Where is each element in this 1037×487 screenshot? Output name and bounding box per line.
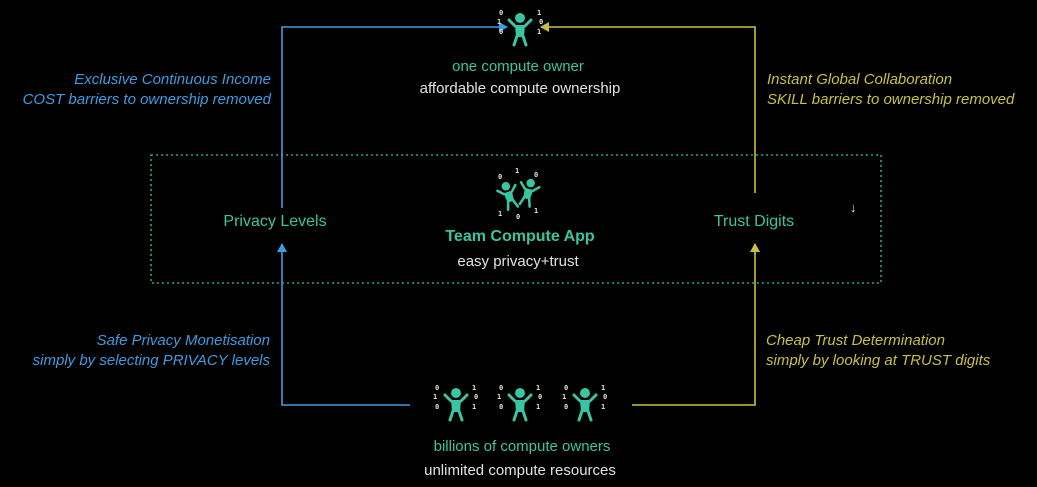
svg-text:1: 1	[537, 28, 541, 36]
bottom-right-arrow-label-2: simply by looking at TRUST digits	[766, 352, 991, 369]
svg-text:1: 1	[537, 9, 541, 17]
two-people-binary-icon: 0 1 0 1 0 1	[494, 167, 543, 221]
top-left-arrow-label-1: Exclusive Continuous Income	[74, 71, 271, 88]
svg-text:1: 1	[536, 403, 540, 411]
svg-text:0: 0	[474, 393, 478, 401]
svg-text:0: 0	[499, 403, 503, 411]
svg-text:1: 1	[472, 403, 476, 411]
svg-text:1: 1	[536, 384, 540, 392]
team-compute-app-subtitle: easy privacy+trust	[457, 253, 579, 270]
svg-text:0: 0	[534, 171, 538, 179]
bottom-node-title: billions of compute owners	[433, 438, 611, 455]
svg-text:1: 1	[534, 207, 538, 215]
svg-text:1: 1	[515, 167, 519, 175]
team-compute-app-box	[150, 154, 882, 284]
bottom-node-subtitle: unlimited compute resources	[424, 462, 616, 479]
top-node-title: one compute owner	[452, 58, 584, 75]
svg-text:0: 0	[539, 18, 543, 26]
svg-text:1: 1	[497, 393, 501, 401]
svg-text:1: 1	[498, 210, 502, 218]
svg-text:0: 0	[538, 393, 542, 401]
arrow-owners-to-trust	[632, 243, 760, 406]
svg-text:0: 0	[564, 403, 568, 411]
svg-text:0: 0	[603, 393, 607, 401]
bottom-right-arrow-label-1: Cheap Trust Determination	[766, 332, 945, 349]
top-node-subtitle: affordable compute ownership	[419, 80, 621, 97]
privacy-levels-label: Privacy Levels	[223, 213, 327, 230]
top-left-arrow-label-2: COST barriers to ownership removed	[22, 91, 271, 108]
svg-text:0: 0	[499, 384, 503, 392]
svg-text:0: 0	[564, 384, 568, 392]
svg-text:1: 1	[601, 403, 605, 411]
svg-text:0: 0	[499, 28, 503, 36]
bottom-left-arrow-label-1: Safe Privacy Monetisation	[96, 332, 270, 349]
team-compute-app-title: Team Compute App	[445, 228, 595, 245]
svg-text:1: 1	[562, 393, 566, 401]
svg-text:1: 1	[497, 18, 501, 26]
down-arrow-marker: ↓	[850, 200, 857, 215]
top-right-arrow-label-1: Instant Global Collaboration	[767, 71, 953, 88]
arrow-owners-to-privacy	[277, 243, 410, 406]
top-right-arrow-label-2: SKILL barriers to ownership removed	[767, 91, 1015, 108]
svg-text:1: 1	[433, 393, 437, 401]
svg-text:1: 1	[472, 384, 476, 392]
three-people-binary-icon: 010 101 010 101 010 101	[433, 384, 607, 422]
bottom-left-arrow-label-2: simply by selecting PRIVACY levels	[32, 352, 270, 369]
svg-text:0: 0	[435, 403, 439, 411]
svg-text:0: 0	[435, 384, 439, 392]
arrow-privacy-to-owner	[281, 22, 508, 208]
trust-digits-label: Trust Digits	[713, 213, 795, 230]
person-binary-icon: 0 1 0 1 0 1	[497, 9, 543, 47]
arrow-trust-to-owner	[540, 22, 756, 193]
svg-text:0: 0	[499, 9, 503, 17]
svg-text:0: 0	[516, 213, 520, 221]
svg-text:0: 0	[498, 173, 502, 181]
svg-text:1: 1	[601, 384, 605, 392]
